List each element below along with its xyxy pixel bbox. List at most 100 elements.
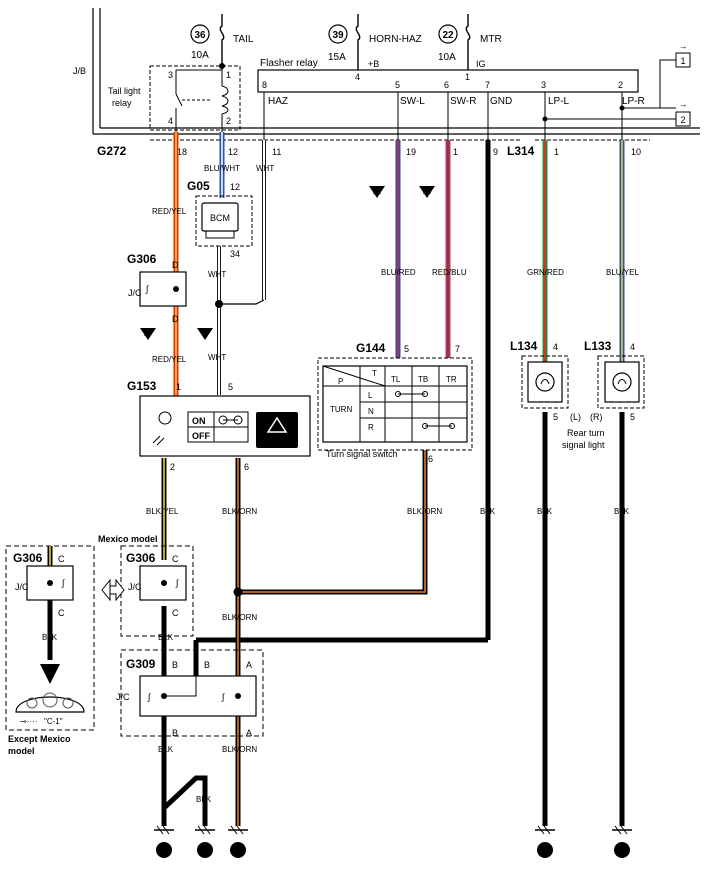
svg-text:G306: G306 — [127, 252, 157, 266]
svg-text:TAIL: TAIL — [233, 34, 254, 45]
svg-text:BLK/ORN: BLK/ORN — [407, 507, 442, 516]
svg-text:BLK/YEL: BLK/YEL — [146, 507, 179, 516]
svg-text:10A: 10A — [438, 52, 456, 63]
wire-blk-lights: BLK BLK — [537, 412, 630, 826]
svg-text:12: 12 — [230, 182, 240, 192]
svg-text:BLK: BLK — [42, 633, 58, 642]
svg-text:GND: GND — [490, 96, 512, 107]
svg-text:3: 3 — [168, 70, 173, 80]
svg-text:RED/YEL: RED/YEL — [152, 207, 187, 216]
svg-text:Mexico model: Mexico model — [98, 534, 158, 544]
svg-text:D: D — [172, 260, 179, 270]
svg-text:B: B — [204, 660, 210, 670]
svg-text:11: 11 — [272, 147, 281, 157]
svg-text:G153: G153 — [127, 379, 157, 393]
svg-text:TURN: TURN — [330, 405, 352, 414]
page-references: 1 2 → → — [542, 41, 691, 127]
svg-text:D: D — [172, 314, 179, 324]
rear-turn-light-left: L134 4 5 — [510, 339, 569, 422]
svg-text:5: 5 — [553, 412, 558, 422]
svg-text:2: 2 — [170, 462, 175, 472]
svg-text:signal light: signal light — [562, 440, 605, 450]
svg-text:2: 2 — [226, 116, 231, 126]
svg-text:J/C: J/C — [15, 582, 29, 592]
svg-text:MTR: MTR — [480, 34, 502, 45]
svg-text:B: B — [172, 728, 178, 738]
svg-text:2: 2 — [680, 115, 685, 125]
svg-text:B: B — [172, 660, 178, 670]
svg-text:N: N — [368, 407, 374, 416]
svg-text:14: 14 — [199, 846, 211, 857]
svg-text:C: C — [172, 608, 179, 618]
svg-text:Turn signal switch: Turn signal switch — [326, 449, 398, 459]
svg-text:∫: ∫ — [221, 692, 226, 702]
svg-text:6: 6 — [444, 80, 449, 90]
svg-text:Except Mexico: Except Mexico — [8, 734, 71, 744]
junction-block: J/B — [73, 8, 700, 135]
svg-text:39: 39 — [332, 30, 344, 41]
svg-text:3: 3 — [541, 80, 546, 90]
svg-text:4: 4 — [355, 72, 360, 82]
svg-text:11: 11 — [159, 846, 170, 857]
svg-text:5: 5 — [404, 344, 409, 354]
svg-text:1: 1 — [465, 72, 470, 82]
svg-text:BLU/WHT: BLU/WHT — [204, 164, 240, 173]
marker-w: W — [197, 328, 213, 340]
svg-text:BLK: BLK — [196, 795, 212, 804]
svg-text:G306: G306 — [13, 551, 43, 565]
svg-text:5: 5 — [228, 382, 233, 392]
svg-text:WHT: WHT — [208, 353, 226, 362]
svg-text:RB: RB — [423, 190, 431, 196]
svg-text:5: 5 — [395, 80, 400, 90]
svg-text:"C-1": "C-1" — [44, 717, 63, 726]
svg-text:6: 6 — [428, 454, 433, 464]
svg-text:⊸····: ⊸···· — [20, 717, 37, 726]
svg-text:IG: IG — [476, 59, 486, 69]
svg-text:∫: ∫ — [61, 578, 66, 588]
svg-text:W: W — [202, 332, 208, 338]
fuse-22: 22 MTR 10A — [438, 14, 502, 70]
svg-text:G309: G309 — [126, 657, 156, 671]
wire-blu-red: BLU/RED — [381, 140, 416, 358]
fuse-39: 39 HORN-HAZ 15A — [328, 14, 422, 70]
junction-g309: G309 B B A J/C ∫ ∫ B A — [116, 649, 264, 738]
mexico-model-box: Mexico model G306 C J/C ∫ C — [98, 534, 194, 637]
fuse-36: 36 TAIL 10A — [190, 14, 254, 69]
svg-text:model: model — [8, 746, 35, 756]
svg-text:BLK: BLK — [537, 507, 553, 516]
bcm-module: G05 12 BCM 34 — [187, 179, 253, 259]
flasher-relay: Flasher relay 4 +B 1 IG 8 5 6 7 3 2 HAZ … — [257, 58, 645, 107]
svg-text:6: 6 — [244, 462, 249, 472]
svg-text:21: 21 — [539, 846, 551, 857]
svg-text:2: 2 — [618, 80, 623, 90]
ground-13: 13 — [228, 825, 248, 858]
svg-text:GRN/RED: GRN/RED — [527, 268, 564, 277]
svg-text:G306: G306 — [126, 551, 156, 565]
svg-text:BLK/ORN: BLK/ORN — [222, 507, 257, 516]
svg-text:B: B — [48, 671, 53, 678]
rear-light-caption: (L) (R) Rear turn signal light — [562, 412, 605, 450]
svg-text:RED/YEL: RED/YEL — [152, 355, 187, 364]
svg-text:RY: RY — [144, 332, 152, 338]
svg-text:WHT: WHT — [256, 164, 274, 173]
svg-text:1: 1 — [176, 382, 181, 392]
svg-text:5: 5 — [630, 412, 635, 422]
svg-text:→: → — [679, 41, 688, 51]
junction-g306-d: G306 D J/C ∫ D — [127, 252, 187, 324]
svg-text:LP-L: LP-L — [548, 96, 570, 107]
svg-text:BLK: BLK — [614, 507, 630, 516]
jb-label: J/B — [73, 66, 86, 76]
svg-text:Haz: Haz — [260, 416, 271, 422]
svg-text:C: C — [172, 554, 179, 564]
tail-light-relay: Tail light relay 3 1 4 2 — [108, 65, 241, 132]
svg-text:TR: TR — [446, 375, 457, 384]
svg-text:∫: ∫ — [147, 692, 152, 702]
svg-text:7: 7 — [485, 80, 490, 90]
svg-text:A: A — [246, 728, 252, 738]
turn-signal-switch-g144: G144 5 7 P T TL TB TR TURN L N R Turn si… — [317, 341, 473, 464]
svg-text:Tail light: Tail light — [108, 86, 141, 96]
svg-text:∫: ∫ — [145, 284, 150, 294]
svg-text:J/C: J/C — [128, 582, 142, 592]
wire-blk-yel: BLK/YEL — [146, 458, 179, 560]
